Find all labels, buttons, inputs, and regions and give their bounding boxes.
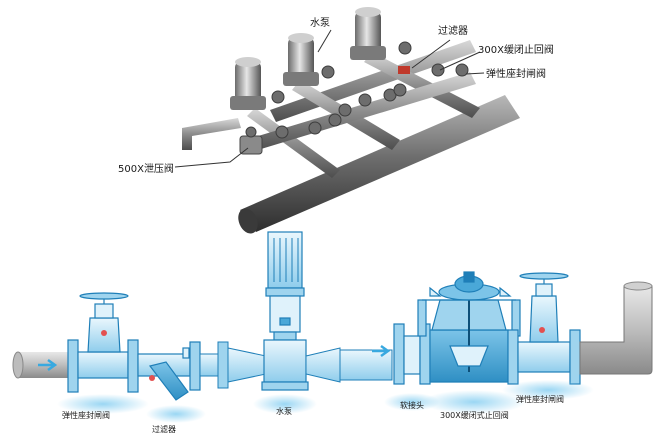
- branch-pipe-1: [247, 108, 340, 178]
- branch-valves: [271, 41, 469, 139]
- gate-valve-left: [67, 292, 139, 393]
- outlet-elbow-pipe: [579, 285, 653, 375]
- glow-base: [57, 394, 149, 414]
- y-strainer: [137, 341, 201, 401]
- glow-base: [253, 394, 317, 414]
- suction-reducer: [227, 347, 267, 383]
- flow-arrow-discharge: [372, 344, 391, 358]
- branch-pipe-3: [364, 52, 480, 118]
- isometric-pump-station: 水泵 过滤器 300X缓闭止回阀 弹性座封闸阀 500X泄压阀: [118, 7, 554, 234]
- label-top-filter: 过滤器: [438, 24, 468, 37]
- glow-base: [502, 380, 594, 400]
- pump-unit-1: [230, 57, 266, 110]
- discharge-reducer: [305, 347, 341, 383]
- elevation-diagram: 弹性座封闸阀 过滤器 水泵 软接头 300X缓闭式止回阀 弹性座封闸阀: [12, 231, 653, 434]
- label-bottom-pump: 水泵: [276, 406, 292, 416]
- vertical-pump: [261, 231, 309, 391]
- relief-valve-top: [239, 126, 263, 155]
- label-top-check-valve: 300X缓闭止回阀: [478, 43, 554, 56]
- main-pipe-end: [238, 208, 258, 234]
- label-bottom-gate-valve-left: 弹性座封闸阀: [62, 410, 110, 420]
- discharge-header-pipe: [245, 72, 476, 152]
- pump-unit-2: [283, 33, 319, 86]
- glow-base: [422, 390, 526, 414]
- flow-arrow-inlet: [38, 358, 58, 372]
- filter-marker: [398, 66, 410, 74]
- label-bottom-gate-valve-right: 弹性座封闸阀: [516, 394, 564, 404]
- glow-base: [146, 405, 206, 423]
- check-valve: [417, 271, 521, 383]
- relief-return-pipe: [182, 118, 241, 150]
- label-bottom-joint: 软接头: [400, 400, 424, 410]
- label-bottom-filter: 过滤器: [152, 424, 176, 434]
- pump-unit-3: [350, 7, 386, 60]
- label-top-gate-valve: 弹性座封闸阀: [486, 67, 546, 80]
- main-header-pipe: [240, 95, 520, 232]
- label-bottom-check-valve: 300X缓闭式止回阀: [440, 410, 509, 420]
- leader-lines: [174, 29, 485, 168]
- label-top-pump: 水泵: [310, 17, 330, 29]
- label-top-relief-valve: 500X泄压阀: [118, 162, 174, 175]
- gate-valve-right: [507, 272, 581, 385]
